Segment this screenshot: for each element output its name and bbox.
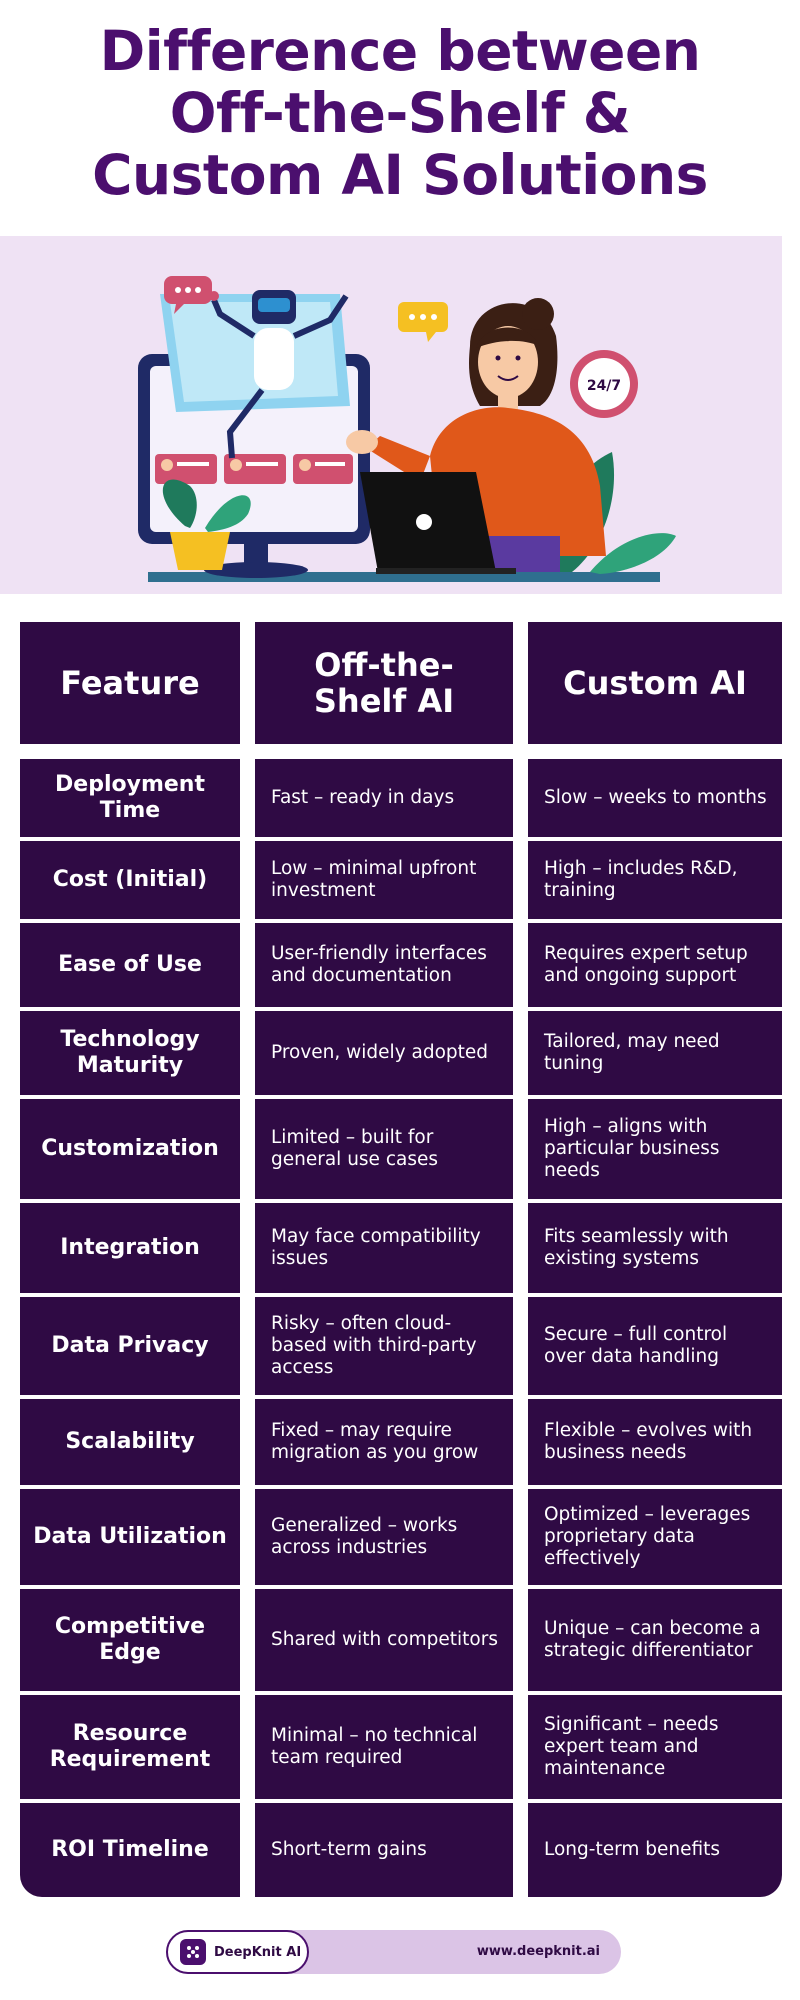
header-feature: Feature bbox=[20, 622, 240, 744]
table-cell-off-the-shelf: May face compatibility issues bbox=[255, 1203, 513, 1293]
table-cell-feature: Competitive Edge bbox=[20, 1589, 240, 1691]
table-cell-feature: Deployment Time bbox=[20, 759, 240, 837]
table-cell-off-the-shelf: Short-term gains bbox=[255, 1803, 513, 1897]
clock-icon: 24/7 bbox=[570, 350, 638, 418]
table-cell-custom: Flexible – evolves with business needs bbox=[528, 1399, 782, 1485]
brand-name: DeepKnit AI bbox=[214, 1944, 302, 1960]
header-off-the-shelf: Off-the-Shelf AI bbox=[255, 622, 513, 744]
table-cell-off-the-shelf: Fixed – may require migration as you gro… bbox=[255, 1399, 513, 1485]
table-cell-feature: Cost (Initial) bbox=[20, 841, 240, 919]
header-custom: Custom AI bbox=[528, 622, 782, 744]
desk-shelf bbox=[148, 572, 660, 582]
table-cell-off-the-shelf: Risky – often cloud-based with third-par… bbox=[255, 1297, 513, 1395]
table-cell-custom: Significant – needs expert team and main… bbox=[528, 1695, 782, 1799]
table-cell-feature: Resource Requirement bbox=[20, 1695, 240, 1799]
table-cell-off-the-shelf: Generalized – works across industries bbox=[255, 1489, 513, 1585]
table-cell-custom: Optimized – leverages proprietary data e… bbox=[528, 1489, 782, 1585]
deepknit-logo-icon bbox=[180, 1939, 206, 1965]
table-cell-off-the-shelf: Shared with competitors bbox=[255, 1589, 513, 1691]
table-cell-feature: ROI Timeline bbox=[20, 1803, 240, 1897]
table-cell-off-the-shelf: Proven, widely adopted bbox=[255, 1011, 513, 1095]
table-cell-off-the-shelf: User-friendly interfaces and documentati… bbox=[255, 923, 513, 1007]
website-link[interactable]: www.deepknit.ai bbox=[476, 1944, 600, 1959]
table-cell-custom: Unique – can become a strategic differen… bbox=[528, 1589, 782, 1691]
title-line-1: Difference between bbox=[99, 19, 701, 83]
table-cell-off-the-shelf: Limited – built for general use cases bbox=[255, 1099, 513, 1199]
table-cell-custom: High – includes R&D, training bbox=[528, 841, 782, 919]
table-cell-feature: Customization bbox=[20, 1099, 240, 1199]
table-cell-off-the-shelf: Fast – ready in days bbox=[255, 759, 513, 837]
table-cell-custom: Long-term benefits bbox=[528, 1803, 782, 1897]
table-cell-custom: Requires expert setup and ongoing suppor… bbox=[528, 923, 782, 1007]
table-cell-custom: Slow – weeks to months bbox=[528, 759, 782, 837]
robot-icon bbox=[160, 290, 350, 459]
hero-illustration-art: 24/7 bbox=[138, 276, 676, 582]
table-cell-custom: High – aligns with particular business n… bbox=[528, 1099, 782, 1199]
table-cell-custom: Tailored, may need tuning bbox=[528, 1011, 782, 1095]
svg-text:24/7: 24/7 bbox=[587, 378, 621, 394]
comparison-table: Feature Off-the-Shelf AI Custom AI Deplo… bbox=[20, 622, 782, 1902]
title-line-2: Off-the-Shelf & bbox=[169, 81, 631, 145]
table-cell-custom: Secure – full control over data handling bbox=[528, 1297, 782, 1395]
table-cell-feature: Data Utilization bbox=[20, 1489, 240, 1585]
brand-badge[interactable]: DeepKnit AI bbox=[166, 1930, 309, 1974]
table-cell-custom: Fits seamlessly with existing systems bbox=[528, 1203, 782, 1293]
chat-bubble-icon bbox=[164, 276, 448, 342]
table-cell-feature: Scalability bbox=[20, 1399, 240, 1485]
table-cell-off-the-shelf: Low – minimal upfront investment bbox=[255, 841, 513, 919]
laptop-icon bbox=[360, 472, 516, 574]
table-cell-feature: Technology Maturity bbox=[20, 1011, 240, 1095]
table-cell-feature: Data Privacy bbox=[20, 1297, 240, 1395]
title-line-3: Custom AI Solutions bbox=[92, 143, 708, 207]
page-title: Difference between Off-the-Shelf & Custo… bbox=[0, 20, 800, 206]
table-cell-feature: Ease of Use bbox=[20, 923, 240, 1007]
table-cell-off-the-shelf: Minimal – no technical team required bbox=[255, 1695, 513, 1799]
hero-illustration: 24/7 bbox=[0, 236, 782, 594]
table-cell-feature: Integration bbox=[20, 1203, 240, 1293]
plant-icon bbox=[162, 479, 251, 570]
